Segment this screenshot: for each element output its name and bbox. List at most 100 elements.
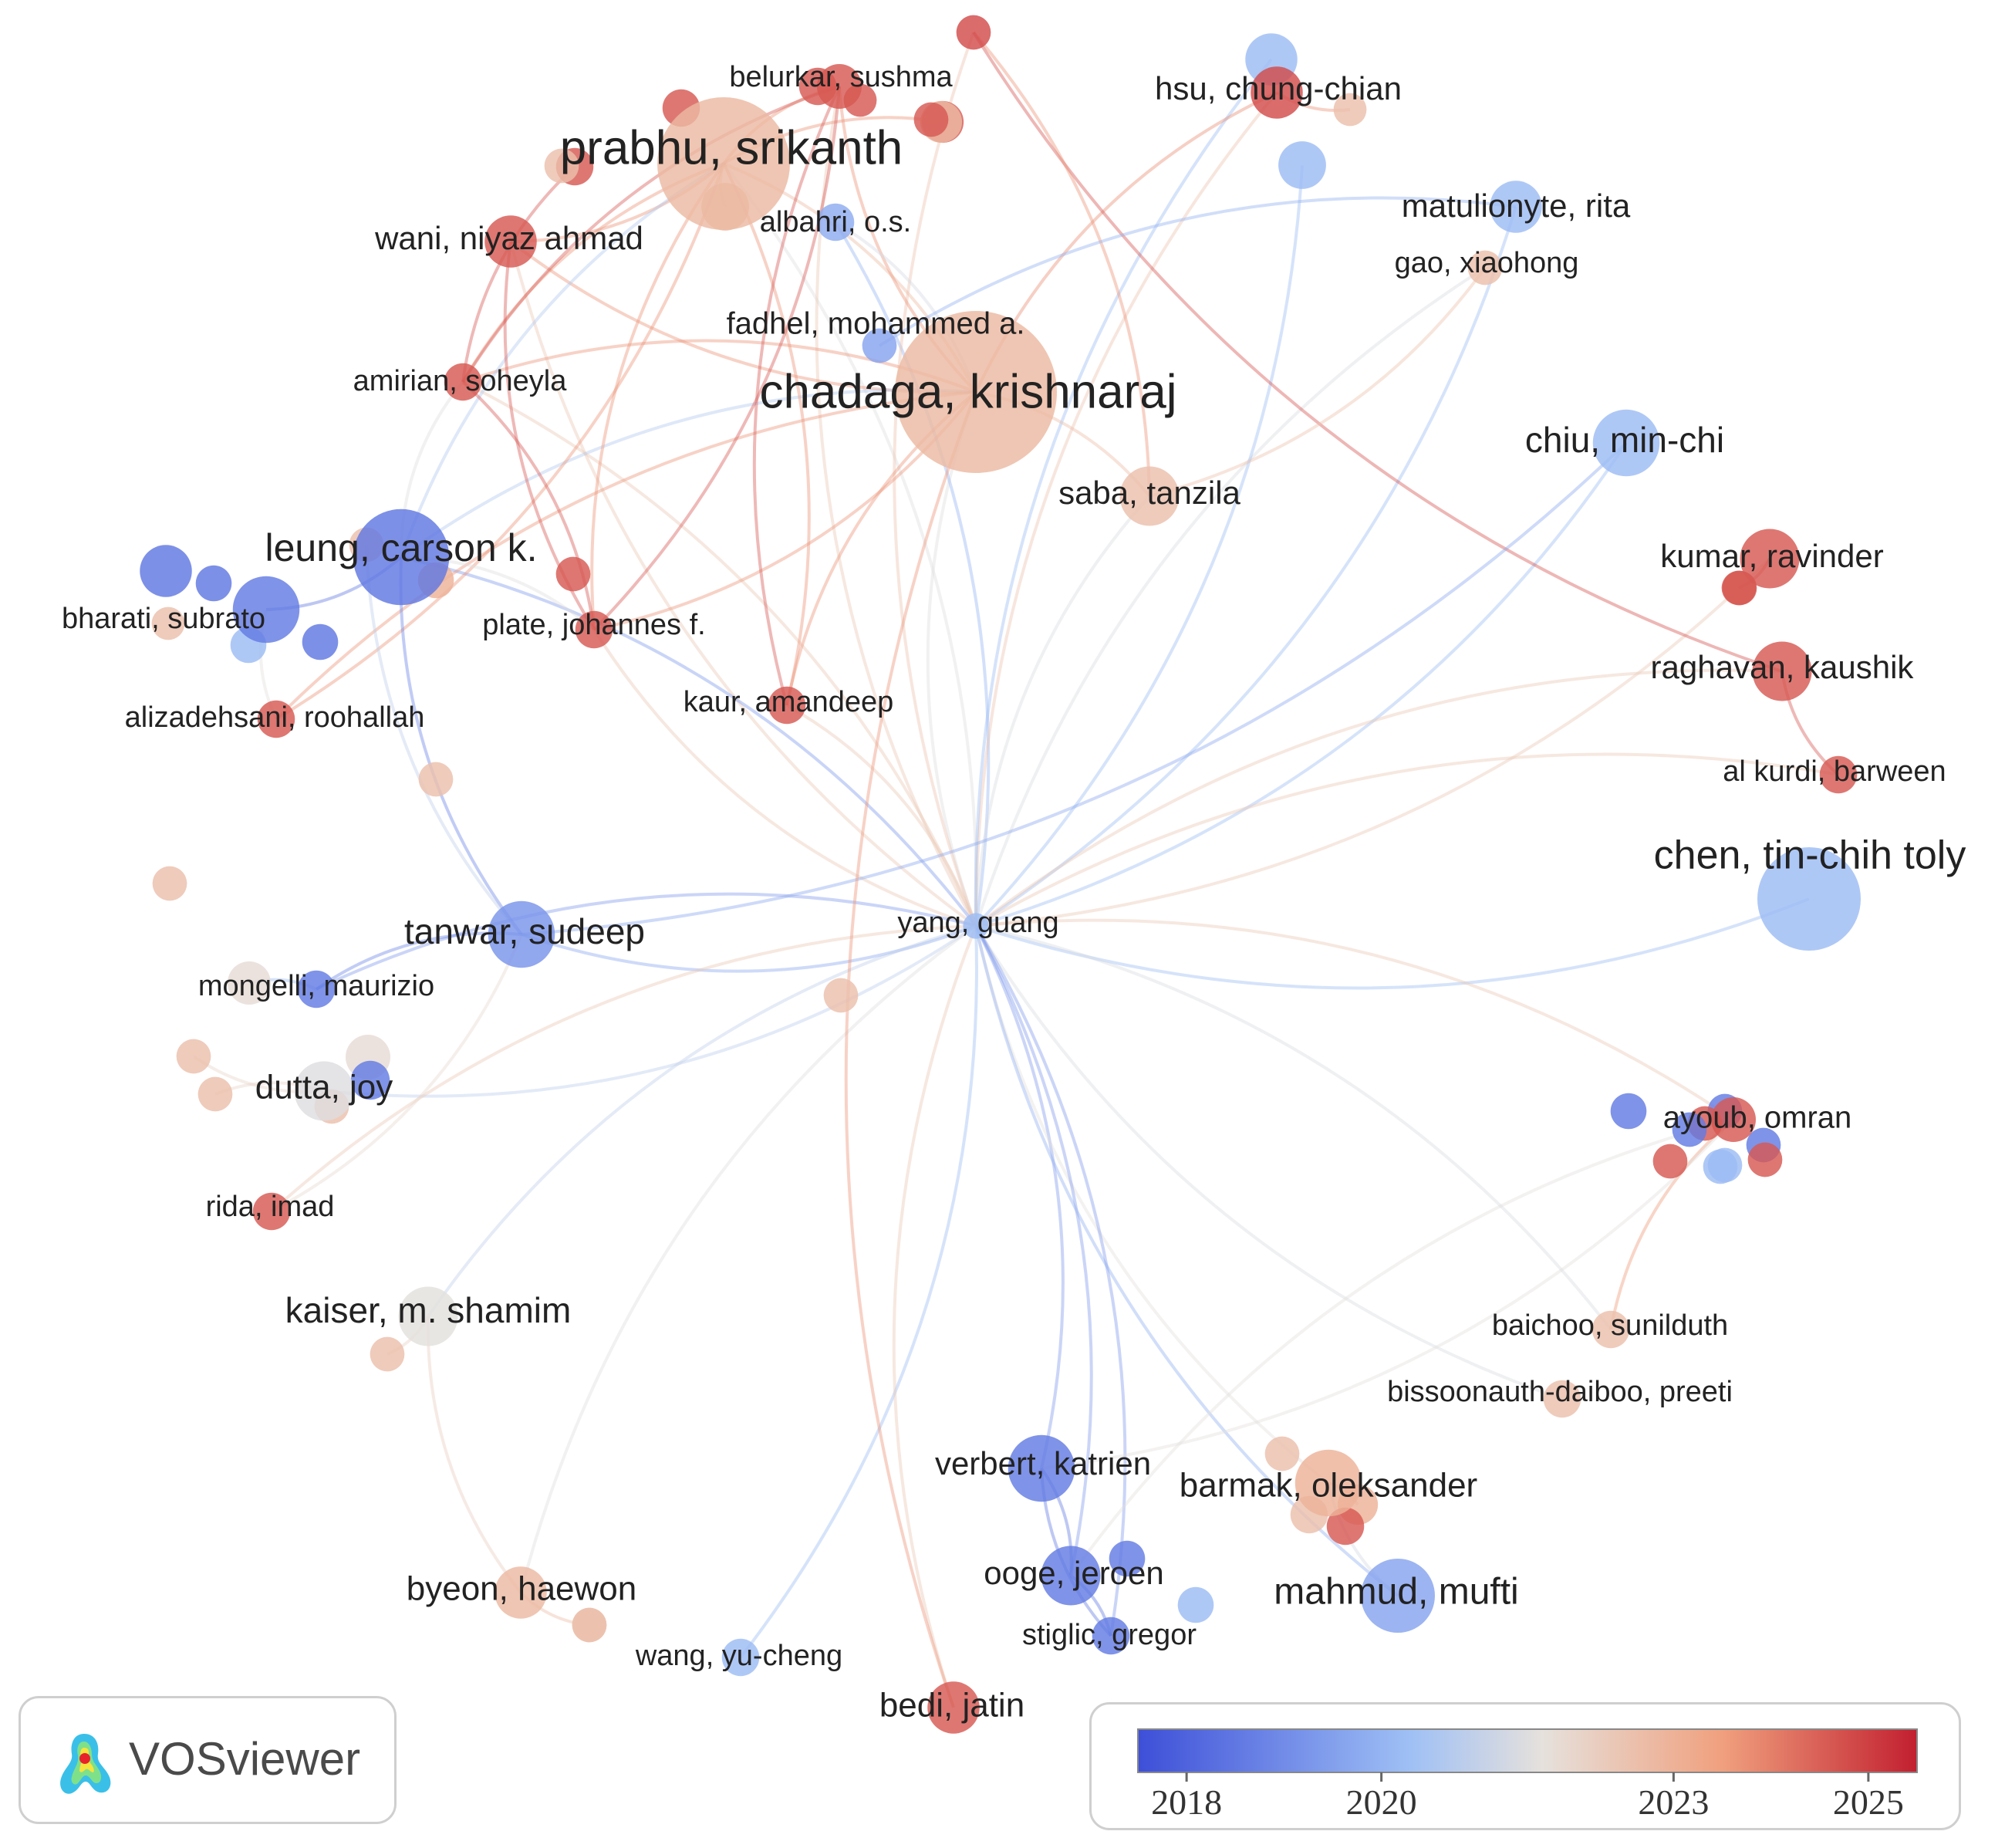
node-kaiser[interactable] (398, 1286, 458, 1346)
node-mongelli[interactable] (297, 970, 336, 1008)
node-label-baichoo[interactable]: baichoo, sunilduth (1492, 1309, 1728, 1342)
node-label-kumar[interactable]: kumar, ravinder (1660, 538, 1883, 574)
node-x50[interactable] (418, 762, 454, 797)
node-label-kaiser[interactable]: kaiser, m. shamim (285, 1290, 572, 1330)
node-prabhu[interactable] (657, 97, 790, 230)
node-matulionyte[interactable] (1490, 181, 1542, 233)
node-label-ayoub[interactable]: ayoub, omran (1663, 1101, 1852, 1135)
node-label-hsu[interactable]: hsu, chung-chian (1155, 70, 1402, 106)
node-stiglic[interactable] (1092, 1617, 1130, 1655)
node-label-barmak[interactable]: barmak, oleksander (1180, 1467, 1477, 1505)
node-albahri[interactable] (816, 203, 855, 242)
node-chadaga[interactable] (895, 311, 1057, 473)
node-label-chiu[interactable]: chiu, min-chi (1525, 420, 1724, 460)
node-x41[interactable] (1109, 1540, 1146, 1577)
node-label-raghavan[interactable]: raghavan, kaushik (1651, 649, 1915, 685)
node-ooge[interactable] (1041, 1546, 1101, 1606)
node-label-fadhel[interactable]: fadhel, mohammed a. (727, 307, 1025, 341)
node-x24[interactable] (197, 1076, 233, 1112)
node-label-saba[interactable]: saba, tanzila (1058, 475, 1240, 511)
node-x21[interactable] (152, 866, 187, 901)
node-x42[interactable] (1707, 1147, 1743, 1183)
node-x17[interactable] (151, 606, 185, 640)
node-label-mahmud[interactable]: mahmud, mufti (1274, 1572, 1518, 1613)
node-leung[interactable] (353, 508, 450, 606)
node-mahmud[interactable] (1361, 1559, 1435, 1633)
node-label-alizadehsani[interactable]: alizadehsani, roohallah (125, 701, 425, 734)
node-label-chadaga[interactable]: chadaga, krishnaraj (759, 365, 1176, 418)
node-x29[interactable] (1610, 1093, 1647, 1130)
node-kumar[interactable] (1740, 529, 1800, 589)
node-x18[interactable] (555, 556, 591, 592)
node-bissoonauth[interactable] (1543, 1380, 1581, 1418)
node-x33[interactable] (1747, 1142, 1783, 1177)
node-x22[interactable] (227, 961, 272, 1005)
node-x4[interactable] (1333, 93, 1367, 127)
node-plate[interactable] (575, 610, 613, 649)
node-x49[interactable] (572, 1607, 607, 1643)
node-bedi[interactable] (927, 1681, 980, 1734)
node-wang[interactable] (721, 1638, 760, 1677)
node-label-belurkar[interactable]: belurkar, sushma (729, 61, 953, 93)
node-label-alkurdi[interactable]: al kurdi, barween (1723, 755, 1946, 788)
node-x46[interactable] (1672, 1112, 1707, 1147)
node-kaur[interactable] (768, 686, 806, 725)
node-x34[interactable] (1177, 1586, 1214, 1623)
node-label-matulionyte[interactable]: matulionyte, rita (1402, 188, 1631, 224)
node-x43[interactable] (1326, 1507, 1365, 1546)
node-label-byeon[interactable]: byeon, haewon (407, 1570, 636, 1608)
node-x13[interactable] (140, 545, 192, 597)
node-label-ooge[interactable]: ooge, jeroen (984, 1555, 1164, 1591)
node-label-albahri[interactable]: albahri, o.s. (760, 206, 911, 238)
node-label-bharati[interactable]: bharati, subrato (62, 603, 265, 635)
node-barmak[interactable] (1294, 1449, 1362, 1517)
node-label-wani[interactable]: wani, niyaz ahmad (374, 220, 643, 256)
node-chen[interactable] (1757, 847, 1861, 951)
node-x28[interactable] (370, 1336, 405, 1372)
node-label-stiglic[interactable]: stiglic, gregor (1022, 1619, 1197, 1651)
node-chiu[interactable] (1592, 409, 1660, 477)
node-label-amirian[interactable]: amirian, soheyla (353, 365, 568, 397)
node-label-plate[interactable]: plate, johannes f. (482, 609, 705, 641)
node-x1[interactable] (956, 15, 991, 50)
node-label-gao[interactable]: gao, xiaohong (1395, 247, 1579, 279)
node-baichoo[interactable] (1592, 1310, 1630, 1349)
node-byeon[interactable] (494, 1566, 547, 1619)
node-x15[interactable] (302, 623, 339, 660)
node-label-yang[interactable]: yang, guang (897, 907, 1058, 939)
node-x48[interactable] (913, 102, 949, 137)
node-ayoub[interactable] (1711, 1097, 1756, 1142)
node-label-wang[interactable]: wang, yu-cheng (635, 1640, 842, 1672)
node-dutta[interactable] (294, 1061, 354, 1121)
node-x37[interactable] (1264, 1436, 1300, 1471)
node-alizadehsani[interactable] (257, 700, 295, 738)
node-wani[interactable] (484, 215, 537, 268)
node-label-bedi[interactable]: bedi, jatin (879, 1687, 1024, 1725)
node-gao[interactable] (1467, 250, 1503, 285)
node-x3[interactable] (1278, 141, 1326, 189)
node-tanwar[interactable] (488, 900, 555, 968)
node-label-leung[interactable]: leung, carson k. (265, 526, 538, 569)
node-yang[interactable] (963, 913, 989, 939)
node-label-bissoonauth[interactable]: bissoonauth-daiboo, preeti (1387, 1376, 1733, 1408)
node-belurkar[interactable] (817, 64, 862, 109)
node-verbert[interactable] (1008, 1434, 1075, 1502)
node-label-dutta[interactable]: dutta, joy (255, 1069, 393, 1106)
node-alkurdi[interactable] (1819, 755, 1858, 794)
node-x26[interactable] (350, 1060, 390, 1100)
node-x11[interactable] (544, 148, 579, 184)
node-label-verbert[interactable]: verbert, katrien (935, 1445, 1151, 1481)
node-fadhel[interactable] (862, 328, 897, 363)
node-label-rida[interactable]: rida, imad (206, 1191, 335, 1223)
node-x35[interactable] (1721, 570, 1757, 606)
node-amirian[interactable] (444, 363, 482, 401)
node-label-mongelli[interactable]: mongelli, maurizio (198, 970, 434, 1002)
node-label-tanwar[interactable]: tanwar, sudeep (404, 911, 645, 951)
node-bharati[interactable] (232, 576, 300, 644)
node-x44[interactable] (823, 978, 859, 1013)
node-hsu[interactable] (1251, 66, 1303, 119)
node-raghavan[interactable] (1752, 641, 1812, 701)
node-rida[interactable] (252, 1192, 291, 1231)
node-label-chen[interactable]: chen, tin-chih toly (1654, 833, 1966, 878)
node-x14[interactable] (195, 565, 232, 602)
